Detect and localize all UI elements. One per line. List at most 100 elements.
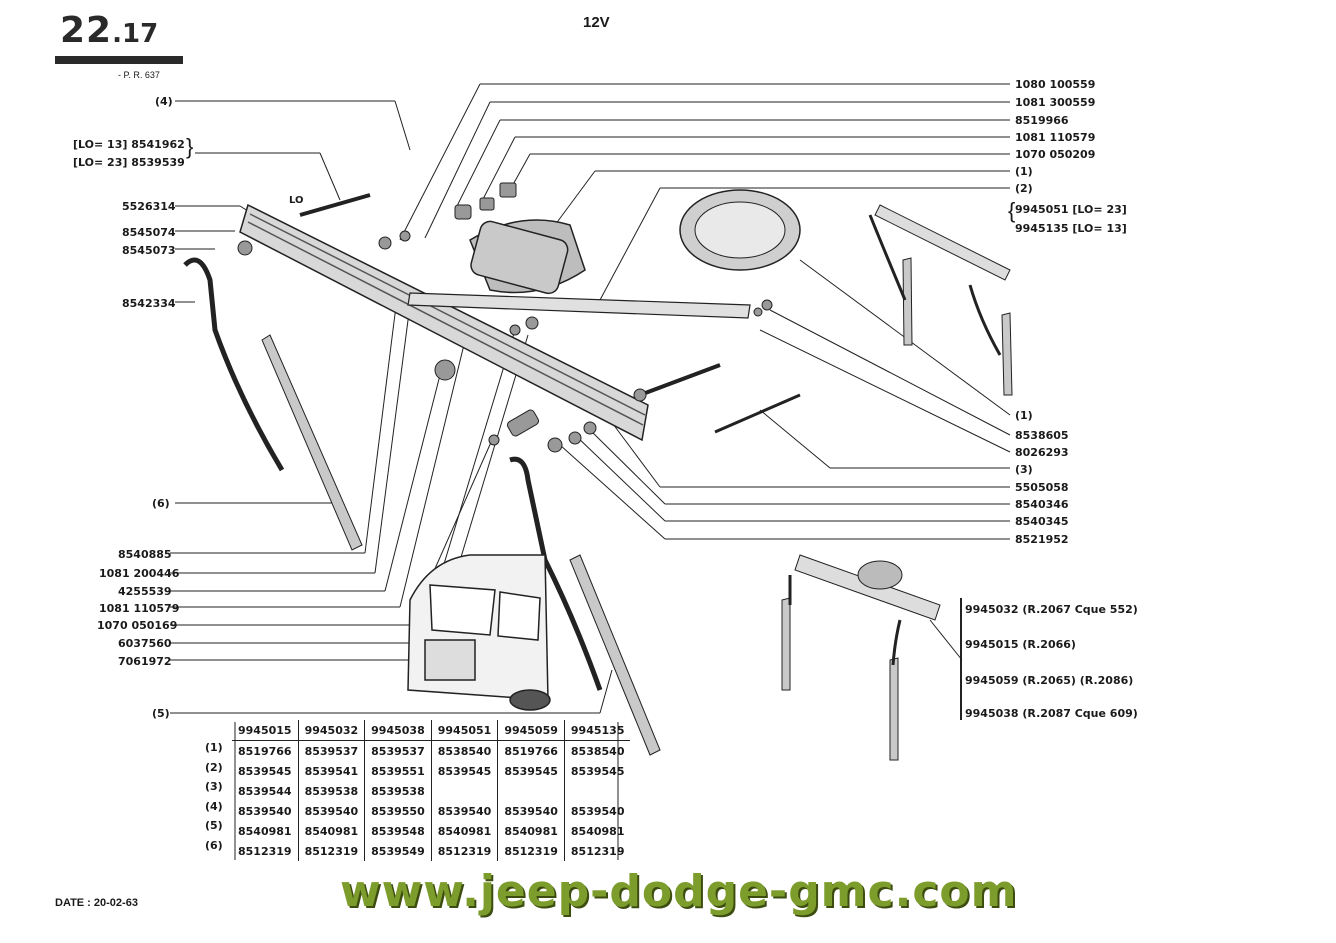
table-cell: 8539540 — [297, 801, 365, 821]
table-row-labels: (1) (2) (3) (4) (5) (6) — [205, 741, 223, 858]
brace-left: } — [186, 134, 194, 159]
table-cell: 8519766 — [238, 744, 292, 758]
label-4255539: 4255539 — [118, 585, 172, 598]
table-cell: 8540981 — [497, 821, 565, 841]
table-cell: 8539540 — [563, 801, 631, 821]
table-cell: 8540981 — [238, 824, 292, 838]
table-cell — [497, 781, 565, 801]
label-8540885: 8540885 — [118, 548, 172, 561]
row-label: (6) — [205, 838, 223, 852]
label-8545073: 8545073 — [122, 244, 176, 257]
label-6037560: 6037560 — [118, 637, 172, 650]
table-cell: 8539548 — [364, 821, 432, 841]
row-label: (4) — [205, 799, 223, 813]
table-cell: 8539537 — [364, 740, 432, 761]
column-header: 9945032 — [297, 720, 365, 741]
table-cell: 8540981 — [297, 821, 365, 841]
label-6: (6) — [152, 497, 170, 510]
label-1081200446: 1081 200446 — [99, 567, 180, 580]
label-8026293: 8026293 — [1015, 446, 1069, 459]
label-8540346: 8540346 — [1015, 498, 1069, 511]
row-label: (3) — [205, 780, 223, 793]
row-label: (1) — [205, 741, 223, 754]
table-cell: 8539538 — [364, 781, 432, 801]
table-cell: 8539545 — [563, 761, 631, 781]
parts-table: 9945015 9945032 9945038 9945051 9945059 … — [232, 720, 631, 861]
table-cell — [563, 781, 631, 801]
table-cell: 8539540 — [430, 801, 498, 821]
label-5526314: 5526314 — [122, 200, 176, 213]
label-8542334: 8542334 — [122, 297, 176, 310]
row-label: (2) — [205, 760, 223, 774]
label-5505058: 5505058 — [1015, 481, 1069, 494]
table-cell: 8538540 — [430, 740, 498, 761]
label-lo13: [LO= 13] 8541962 — [73, 138, 185, 151]
page-number: 22.17 — [60, 10, 158, 51]
row-label: (5) — [205, 819, 223, 832]
table-cell: 8539538 — [297, 781, 365, 801]
table-cell: 8539537 — [297, 740, 365, 761]
website-watermark: www.jeep-dodge-gmc.com — [340, 866, 1018, 917]
variant-9945038: 9945038 (R.2087 Cque 609) — [965, 707, 1138, 720]
label-1070050169: 1070 050169 — [97, 619, 178, 632]
table-cell: 8539540 — [497, 801, 565, 821]
page-number-main: 22 — [60, 10, 113, 51]
label-8540345: 8540345 — [1015, 515, 1069, 528]
table-cell: 8539549 — [364, 841, 432, 861]
label-lo-dim: LO — [289, 195, 304, 206]
brace-right: { — [1008, 198, 1016, 223]
label-8519966: 8519966 — [1015, 114, 1069, 127]
label-1070050209: 1070 050209 — [1015, 148, 1096, 161]
label-4: (4) — [155, 95, 173, 108]
label-1081300559: 1081 300559 — [1015, 96, 1096, 109]
variant-9945015: 9945015 (R.2066) — [965, 638, 1076, 651]
pr-reference: - P. R. 637 — [118, 70, 160, 80]
table-cell: 8539545 — [497, 761, 565, 781]
label-1081110579-left: 1081 110579 — [99, 602, 180, 615]
table-row: 8539544 8539538 8539538 — [232, 781, 631, 801]
table-cell: 8512319 — [497, 841, 565, 861]
table-cell: 8539541 — [297, 761, 365, 781]
header-rule — [55, 56, 183, 64]
column-header: 9945015 — [232, 720, 299, 741]
column-header: 9945038 — [364, 720, 432, 741]
table-cell: 8512319 — [238, 844, 292, 858]
voltage-label: 12V — [583, 14, 610, 31]
label-r1b: (1) — [1015, 409, 1033, 422]
table-cell: 8539545 — [238, 764, 292, 778]
label-lo23: [LO= 23] 8539539 — [73, 156, 185, 169]
label-1081110579: 1081 110579 — [1015, 131, 1096, 144]
table-cell: 8540981 — [563, 821, 631, 841]
label-8545074: 8545074 — [122, 226, 176, 239]
table-cell: 8512319 — [297, 841, 365, 861]
table-row: 8540981 8540981 8539548 8540981 8540981 … — [232, 821, 631, 841]
label-9945051: 9945051 [LO= 23] — [1015, 203, 1127, 216]
date-stamp: DATE : 20-02-63 — [55, 897, 138, 909]
table-cell: 8539551 — [364, 761, 432, 781]
table-row: 8512319 8512319 8539549 8512319 8512319 … — [232, 841, 631, 861]
table-cell: 8519766 — [497, 740, 565, 761]
table-row: 8539540 8539540 8539550 8539540 8539540 … — [232, 801, 631, 821]
table-cell: 8512319 — [563, 841, 631, 861]
label-r1: (1) — [1015, 165, 1033, 178]
table-cell: 8538540 — [563, 740, 631, 761]
variant-9945032: 9945032 (R.2067 Cque 552) — [965, 603, 1138, 616]
table-cell — [430, 781, 498, 801]
table-cell: 8512319 — [430, 841, 498, 861]
label-8538605: 8538605 — [1015, 429, 1069, 442]
table-cell: 8539540 — [238, 804, 292, 818]
label-1080100559: 1080 100559 — [1015, 78, 1096, 91]
label-8521952: 8521952 — [1015, 533, 1069, 546]
table-cell: 8539544 — [238, 784, 292, 798]
table-row: 8519766 8539537 8539537 8538540 8519766 … — [232, 740, 631, 761]
column-header: 9945051 — [430, 720, 498, 741]
label-9945135: 9945135 [LO= 13] — [1015, 222, 1127, 235]
label-r3: (3) — [1015, 463, 1033, 476]
table-cell: 8539545 — [430, 761, 498, 781]
table-cell: 8540981 — [430, 821, 498, 841]
column-header: 9945135 — [563, 720, 631, 741]
table-header-row: 9945015 9945032 9945038 9945051 9945059 … — [232, 720, 631, 741]
label-5: (5) — [152, 707, 170, 720]
table-cell: 8539550 — [364, 801, 432, 821]
